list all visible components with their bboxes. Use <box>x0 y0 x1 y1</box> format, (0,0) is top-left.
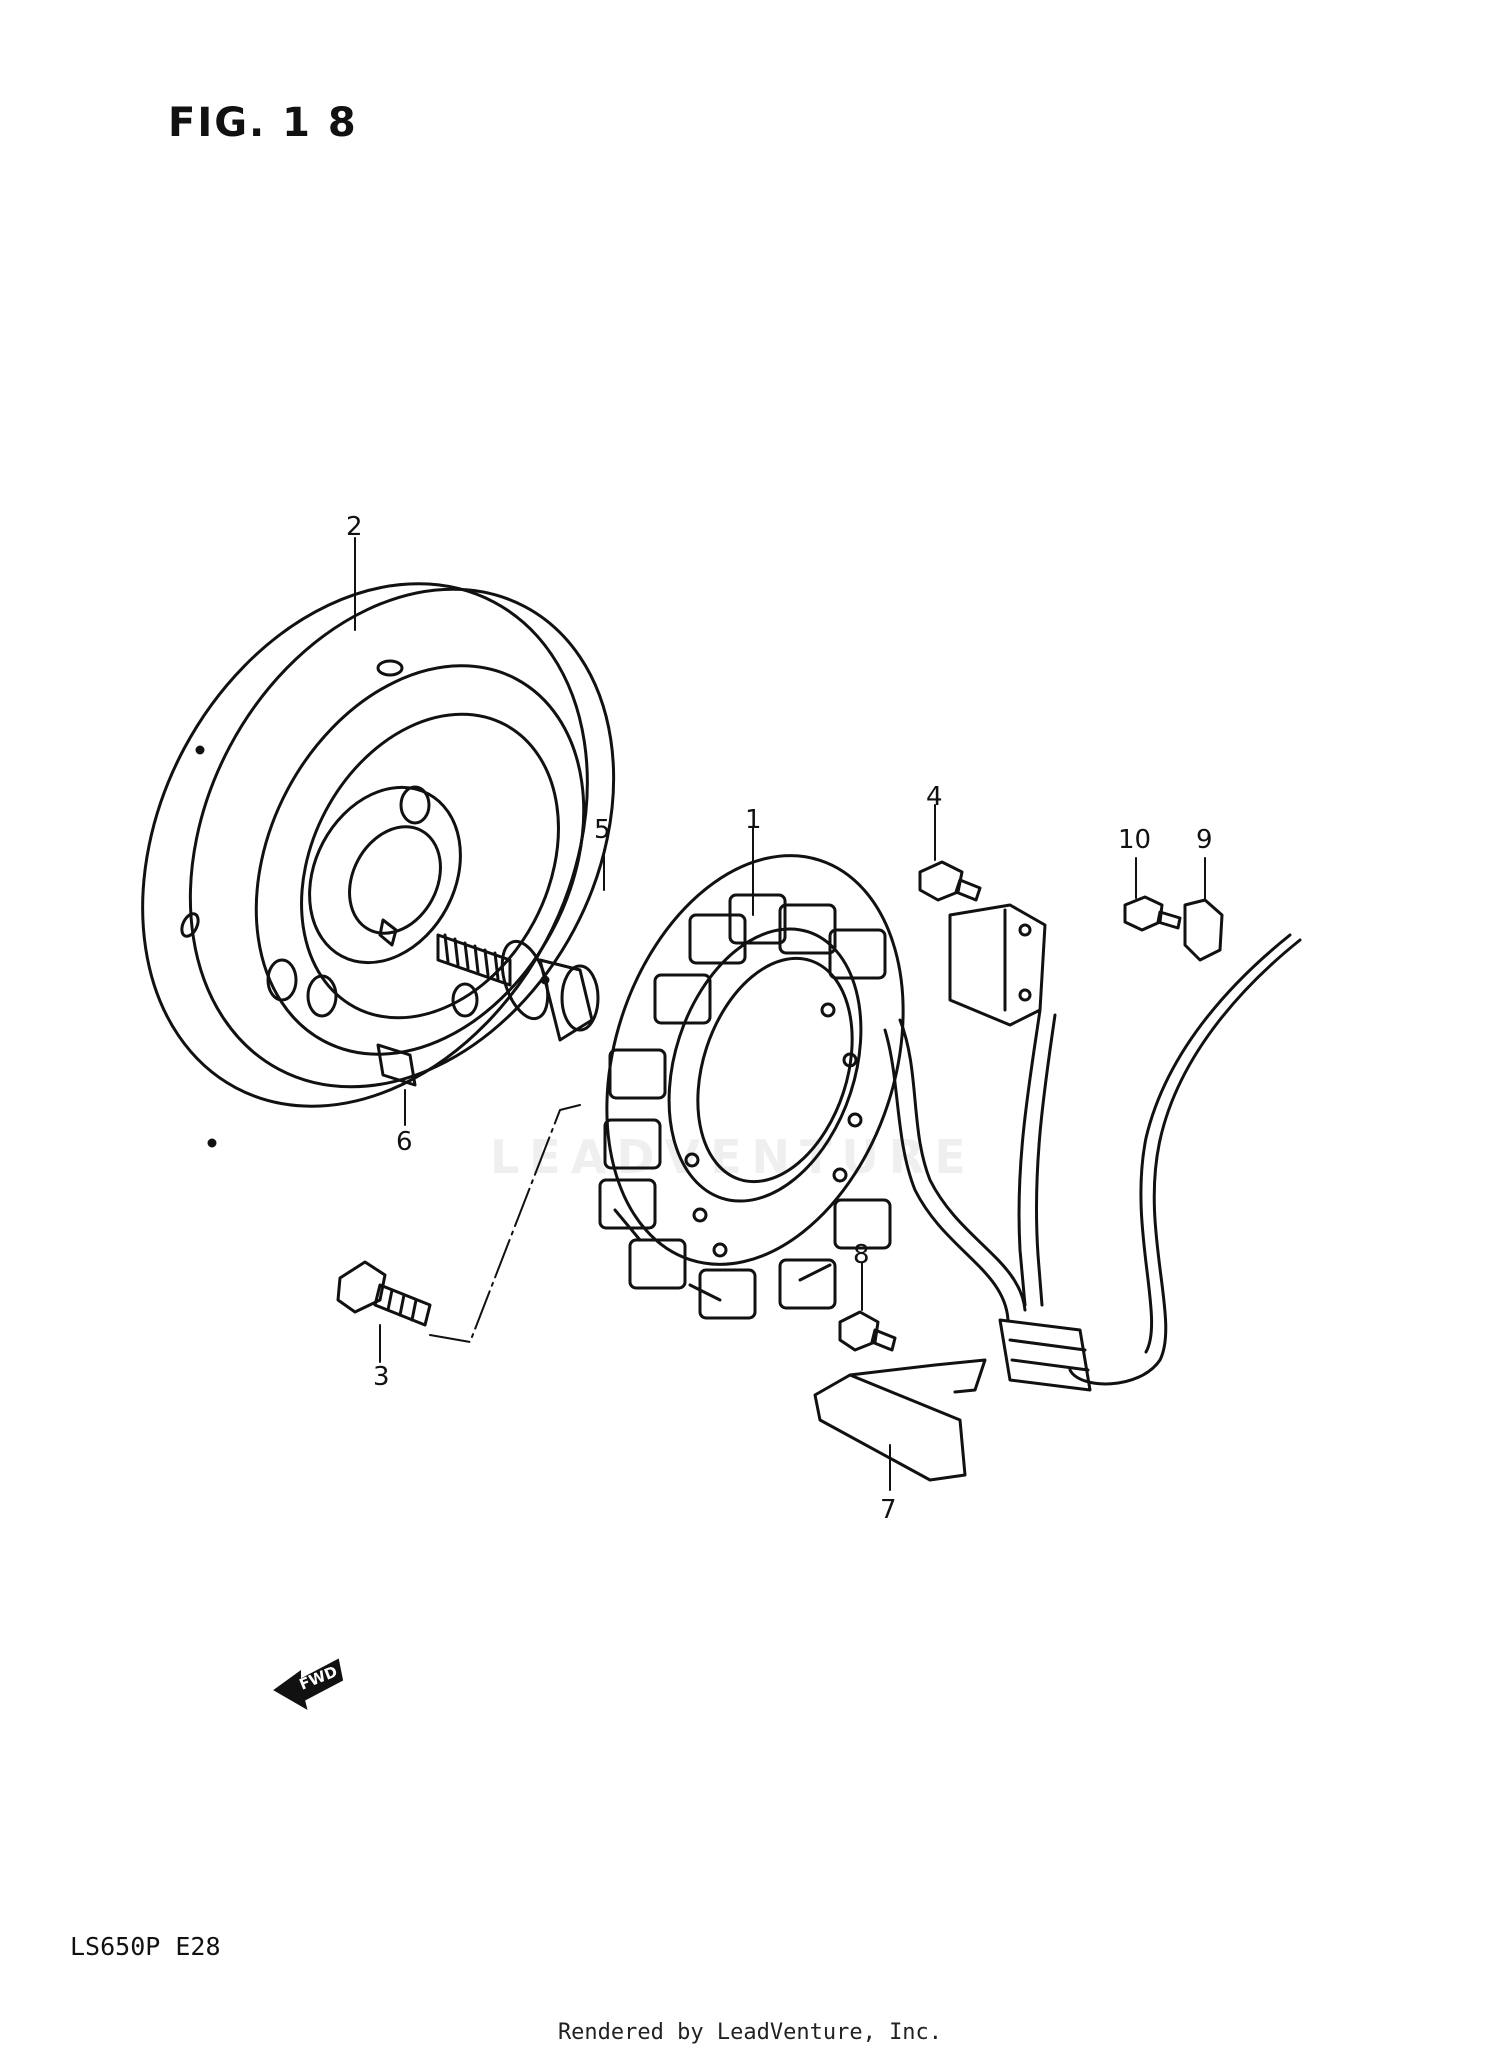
fwd-arrow-icon: FWD <box>273 1658 344 1711</box>
figure-title: FIG. 1 8 <box>168 100 358 146</box>
callout-2: 2 <box>346 512 363 542</box>
part-pickup-screw[interactable] <box>918 860 982 902</box>
part-wire-harness[interactable] <box>883 933 1302 1392</box>
part-pickup-coil[interactable] <box>948 903 1047 1027</box>
part-clamp-9[interactable] <box>1183 898 1224 962</box>
model-code: LS650P E28 <box>70 1932 221 1961</box>
callout-9: 9 <box>1196 825 1213 855</box>
footer-credit: Rendered by LeadVenture, Inc. <box>557 2020 943 2045</box>
part-key[interactable] <box>376 1043 417 1087</box>
callout-3: 3 <box>373 1362 390 1392</box>
callout-8: 8 <box>853 1240 870 1270</box>
callout-6: 6 <box>396 1127 413 1157</box>
part-bolt-10[interactable] <box>1123 895 1182 932</box>
callout-5: 5 <box>594 815 611 845</box>
part-bolt-8[interactable] <box>838 1310 897 1352</box>
callout-1: 1 <box>745 805 762 835</box>
part-wire-clamp[interactable] <box>813 1358 987 1482</box>
callout-10: 10 <box>1118 825 1151 855</box>
callout-4: 4 <box>926 782 943 812</box>
part-rotor-bolt[interactable] <box>436 933 600 1042</box>
part-rotor[interactable] <box>55 506 697 1184</box>
part-stator[interactable] <box>557 817 953 1320</box>
callout-7: 7 <box>880 1495 897 1525</box>
part-stator-screw[interactable] <box>336 1260 432 1327</box>
